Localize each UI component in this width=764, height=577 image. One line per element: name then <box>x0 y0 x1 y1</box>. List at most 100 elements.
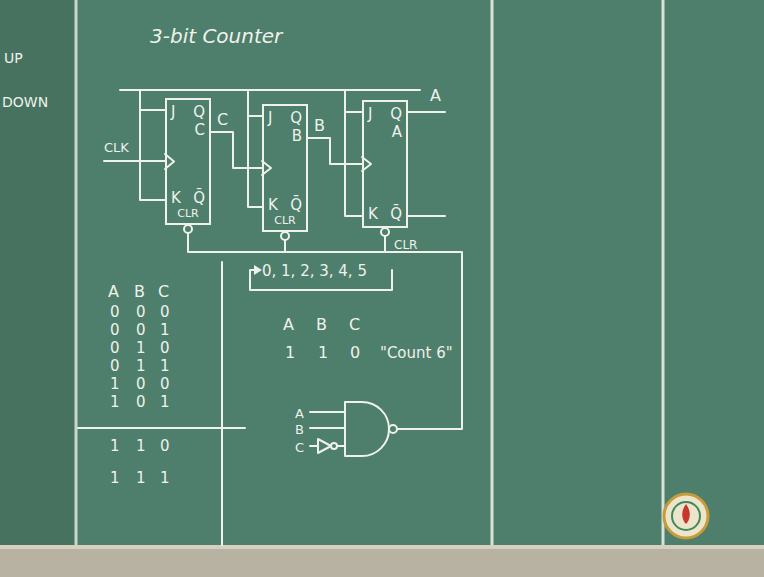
table-cell: 0 <box>136 393 146 411</box>
logo-ring <box>664 494 708 538</box>
table-cell: 0 <box>160 339 170 357</box>
nand-bubble <box>389 425 397 433</box>
label-wrap: 1 <box>110 392 120 411</box>
label-wrap: 0 <box>160 302 170 321</box>
panel-edge <box>491 0 494 545</box>
table-cell: 1 <box>136 357 146 375</box>
signal-wire <box>308 138 362 164</box>
pin-name: Q̄ <box>290 196 302 214</box>
table-cell: 0 <box>136 321 146 339</box>
gate-input: B <box>295 422 304 437</box>
pin-name: J <box>368 105 372 123</box>
label-wrap: 1 <box>160 468 170 487</box>
inverter-bubble <box>331 443 337 449</box>
table-cell: 1 <box>318 343 328 362</box>
table-cell: 0 <box>350 343 360 362</box>
label-wrap: 0 <box>110 356 120 375</box>
count-sequence: 0, 1, 2, 3, 4, 5 <box>262 262 367 280</box>
table-cell: 1 <box>110 469 120 487</box>
signal-name: CLK <box>104 140 129 155</box>
jk-wire <box>248 90 262 207</box>
label-wrap: 0, 1, 2, 3, 4, 5 <box>262 261 367 280</box>
pin-name: K <box>171 189 181 207</box>
table-cell: 1 <box>160 469 170 487</box>
table-cell: 0 <box>110 303 120 321</box>
panel-edge <box>75 0 78 545</box>
clear-bubble <box>381 228 389 236</box>
table-cell: B <box>316 315 327 334</box>
label-wrap: 0 <box>160 338 170 357</box>
label-wrap: 1 <box>160 392 170 411</box>
label-wrap: A <box>108 282 119 301</box>
label-wrap: 0 <box>136 302 146 321</box>
label-wrap: 1 <box>160 320 170 339</box>
label-wrap: B <box>316 315 327 334</box>
label-wrap: CLK <box>104 137 129 156</box>
edge-label-wrap: C <box>215 110 230 129</box>
table-cell: 0 <box>136 375 146 393</box>
table-cell: 0 <box>136 303 146 321</box>
signal-name: CLR <box>394 238 417 252</box>
label-wrap: 0 <box>110 338 120 357</box>
label-wrap: DOWN <box>2 92 48 111</box>
table-cell: A <box>283 315 294 334</box>
board-ledge <box>0 545 764 577</box>
mode-label: UP <box>4 50 23 66</box>
table-rule <box>78 427 245 429</box>
signal-name: C <box>215 110 230 129</box>
output-name: A <box>392 123 402 141</box>
table-cell: 0 <box>110 321 120 339</box>
jk-flip-flop: JQAKQ̄ <box>362 100 408 228</box>
nand-gate <box>345 402 389 456</box>
pin-name: K <box>368 205 378 223</box>
output-wire <box>408 215 445 217</box>
jk-flip-flop: JQBKQ̄CLR <box>262 104 308 232</box>
label-wrap: 0 <box>136 374 146 393</box>
wiring <box>78 90 462 545</box>
label-wrap: CLR <box>394 234 417 253</box>
note: "Count 6" <box>380 344 453 362</box>
table-cell: 0 <box>160 437 170 455</box>
table-cell: 1 <box>136 437 146 455</box>
output-name: C <box>195 121 205 139</box>
logo-inner <box>672 502 700 530</box>
label-wrap: C <box>349 315 360 334</box>
pin-name: Q <box>193 103 205 121</box>
table-cell: 1 <box>160 357 170 375</box>
label-wrap: C <box>158 282 169 301</box>
label-wrap: 0 <box>110 302 120 321</box>
label-wrap: 0 <box>136 392 146 411</box>
output-name: B <box>292 127 302 145</box>
table-cell: 1 <box>160 393 170 411</box>
signal-wire <box>211 132 262 168</box>
table-cell: 1 <box>136 469 146 487</box>
table-cell: 1 <box>285 343 295 362</box>
label-wrap: 1 <box>136 338 146 357</box>
label-wrap: 1 <box>160 356 170 375</box>
label-wrap: 0 <box>160 374 170 393</box>
label-wrap: 1 <box>110 374 120 393</box>
panel-edge <box>662 0 665 545</box>
title: 3-bit Counter <box>150 24 282 48</box>
table-cell: 0 <box>160 375 170 393</box>
clear-bubble <box>281 232 289 240</box>
jk-wire <box>345 90 362 216</box>
clear-bubble <box>184 225 192 233</box>
divider-line <box>221 262 223 545</box>
inverter-symbol <box>318 439 331 453</box>
gate-input: C <box>295 440 304 455</box>
table-cell: A <box>108 282 119 301</box>
pin-name: Q <box>290 109 302 127</box>
mode-label: DOWN <box>2 94 48 110</box>
label-wrap: 1 <box>318 343 328 362</box>
ledge-edge <box>0 545 764 549</box>
label-wrap: "Count 6" <box>380 343 453 362</box>
signal-name: B <box>312 116 327 135</box>
label-wrap: B <box>134 282 145 301</box>
label-wrap: 1 <box>136 468 146 487</box>
edge-label-wrap: B <box>312 116 327 135</box>
left-panel <box>0 0 76 545</box>
table-cell: 1 <box>110 375 120 393</box>
label-wrap: 1 <box>110 468 120 487</box>
